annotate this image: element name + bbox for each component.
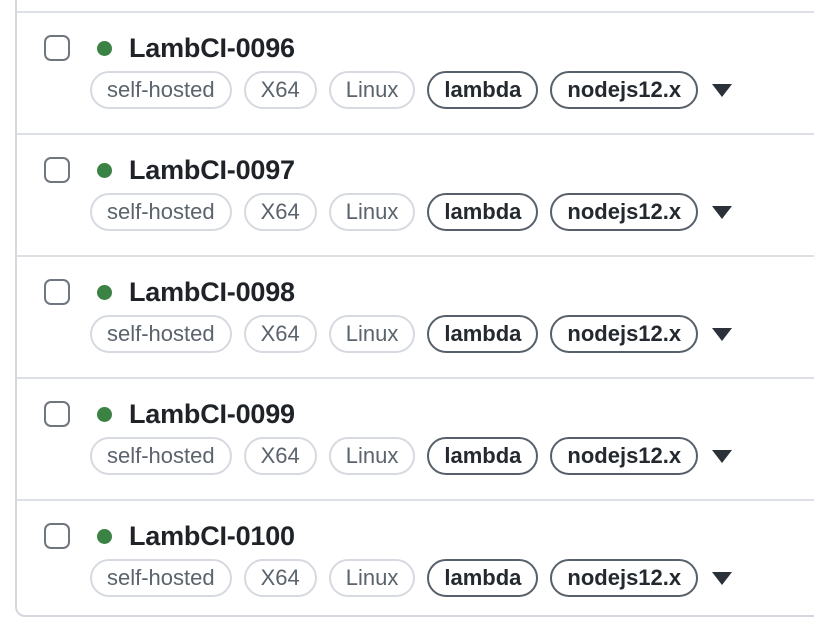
label-pill: self-hosted — [90, 315, 232, 353]
labels-dropdown-caret-icon[interactable] — [712, 205, 733, 219]
label-pill-custom: nodejs12.x — [550, 559, 699, 597]
label-pill: self-hosted — [90, 193, 232, 231]
runners-list: LambCI-0096 self-hosted X64 Linux lambda… — [15, 0, 814, 617]
label-pill: self-hosted — [90, 437, 232, 475]
label-pill: X64 — [243, 315, 317, 353]
table-row: LambCI-0099 self-hosted X64 Linux lambda… — [17, 379, 814, 501]
label-pill-custom: lambda — [427, 193, 539, 231]
runner-name: LambCI-0098 — [129, 276, 295, 307]
label-pill: Linux — [328, 559, 416, 597]
table-row: LambCI-0097 self-hosted X64 Linux lambda… — [17, 135, 814, 257]
label-pill-custom: lambda — [427, 437, 539, 475]
runner-select-checkbox[interactable] — [44, 35, 70, 61]
labels-dropdown-caret-icon[interactable] — [712, 571, 733, 585]
runner-select-checkbox[interactable] — [44, 157, 70, 183]
label-pill: self-hosted — [90, 559, 232, 597]
label-pill: Linux — [328, 437, 416, 475]
label-pill: Linux — [328, 315, 416, 353]
runner-select-checkbox[interactable] — [44, 523, 70, 549]
online-status-dot-icon — [97, 162, 112, 178]
runner-name: LambCI-0096 — [129, 32, 295, 63]
label-pill: self-hosted — [90, 71, 232, 109]
label-pill: Linux — [328, 71, 416, 109]
runner-name: LambCI-0097 — [129, 154, 295, 185]
online-status-dot-icon — [97, 284, 112, 300]
online-status-dot-icon — [97, 40, 112, 56]
label-pill-custom: nodejs12.x — [550, 71, 699, 109]
labels-dropdown-caret-icon[interactable] — [712, 449, 733, 463]
labels-dropdown-caret-icon[interactable] — [712, 327, 733, 341]
label-pill-custom: lambda — [427, 315, 539, 353]
table-row-partial — [17, 0, 814, 13]
label-pill: X64 — [243, 71, 317, 109]
label-pill: X64 — [243, 559, 317, 597]
label-pill-custom: nodejs12.x — [550, 437, 699, 475]
runner-name: LambCI-0100 — [129, 520, 295, 551]
runner-select-checkbox[interactable] — [44, 401, 70, 427]
label-pill-custom: nodejs12.x — [550, 315, 699, 353]
table-row: LambCI-0100 self-hosted X64 Linux lambda… — [17, 501, 814, 614]
table-row: LambCI-0096 self-hosted X64 Linux lambda… — [17, 13, 814, 135]
online-status-dot-icon — [97, 406, 112, 422]
label-pill: X64 — [243, 193, 317, 231]
online-status-dot-icon — [97, 528, 112, 544]
label-pill: Linux — [328, 193, 416, 231]
label-pill-custom: lambda — [427, 71, 539, 109]
runner-select-checkbox[interactable] — [44, 279, 70, 305]
labels-dropdown-caret-icon[interactable] — [712, 83, 733, 97]
label-pill-custom: nodejs12.x — [550, 193, 699, 231]
runner-name: LambCI-0099 — [129, 398, 295, 429]
label-pill: X64 — [243, 437, 317, 475]
label-pill-custom: lambda — [427, 559, 539, 597]
table-row: LambCI-0098 self-hosted X64 Linux lambda… — [17, 257, 814, 379]
